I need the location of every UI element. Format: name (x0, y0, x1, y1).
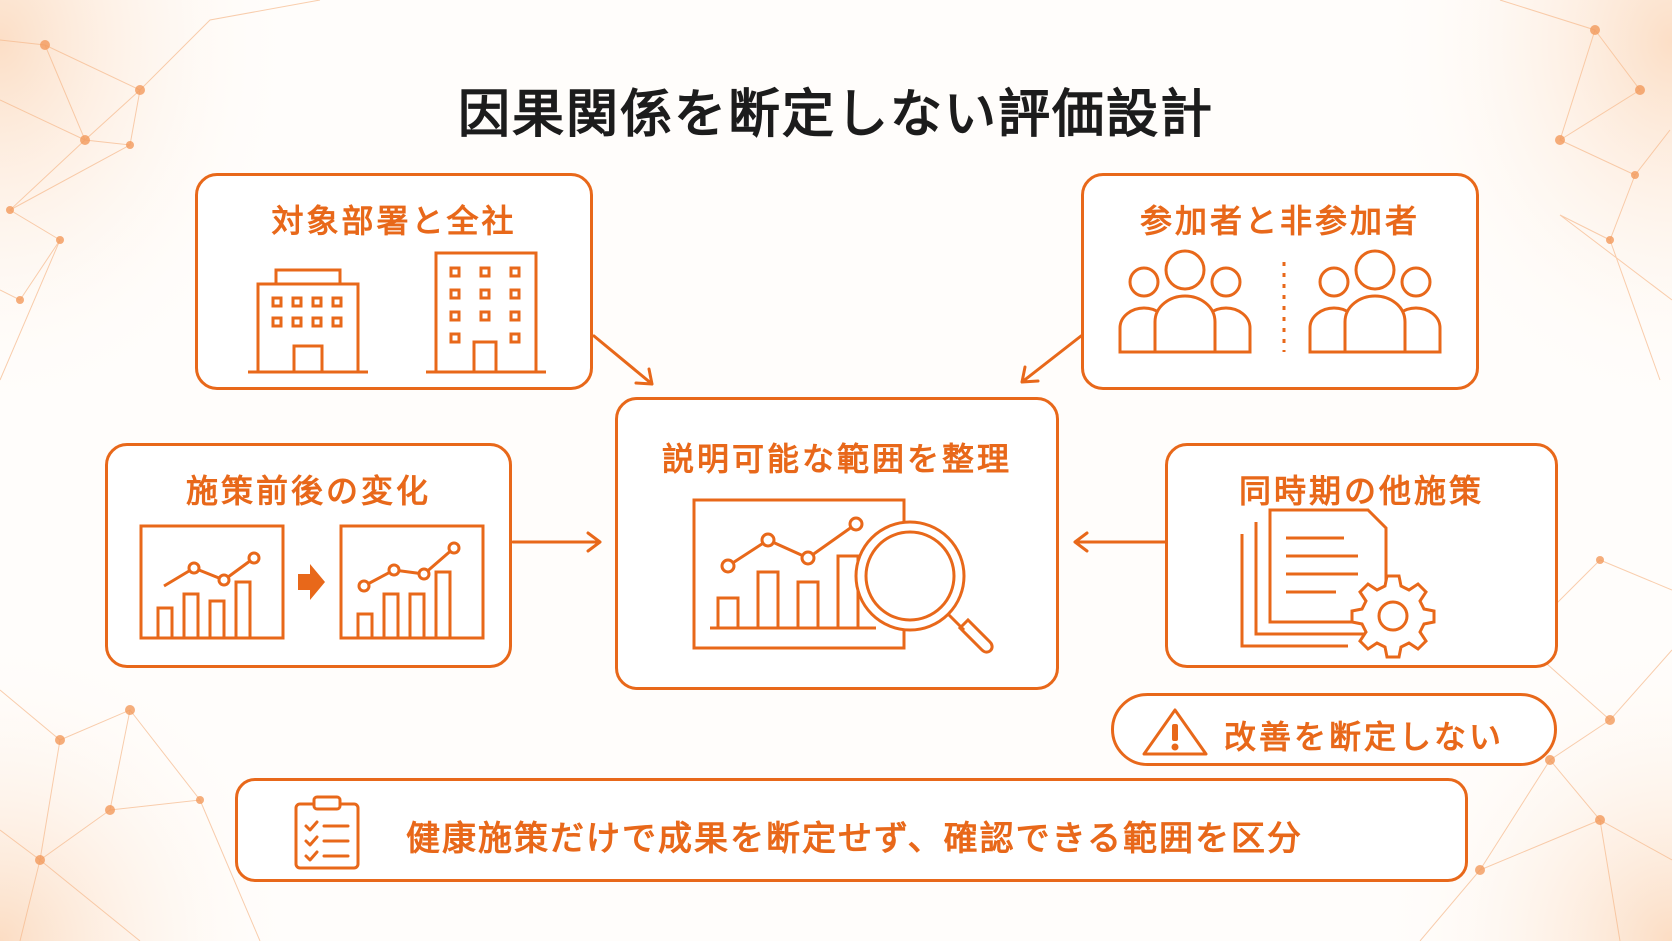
card-other-policies: 同時期の他施策 (1165, 443, 1558, 668)
building-tall-icon (426, 251, 546, 374)
clipboard-checklist-icon (294, 795, 360, 870)
card-before-after: 施策前後の変化 (105, 443, 512, 668)
warning-label: 改善を断定しない (1224, 718, 1505, 756)
card-title: 説明可能な範囲を整理 (661, 440, 1012, 478)
right-arrow-icon (298, 564, 325, 600)
card-title: 参加者と非参加者 (1139, 202, 1420, 240)
card-center-explainable: 説明可能な範囲を整理 (615, 397, 1059, 690)
group-icon (1118, 249, 1252, 354)
card-participants: 参加者と非参加者 (1081, 173, 1479, 390)
building-small-icon (248, 268, 368, 374)
page-title: 因果関係を断定しない評価設計 (457, 85, 1214, 145)
before-after-charts (139, 524, 485, 640)
group-icons (1118, 249, 1442, 354)
summary-label: 健康施策だけで成果を断定せず、確認できる範囲を区分 (406, 819, 1303, 859)
card-title: 同時期の他施策 (1238, 472, 1484, 510)
summary-box: 健康施策だけで成果を断定せず、確認できる範囲を区分 (235, 778, 1468, 882)
chart-before-icon (139, 524, 285, 640)
card-title: 対象部署と全社 (271, 202, 517, 240)
chart-after-icon (339, 524, 485, 640)
group-icon (1308, 249, 1442, 354)
documents-gear-icon (1240, 508, 1436, 659)
chart-magnifier-icon (692, 498, 994, 654)
card-target-dept: 対象部署と全社 (195, 173, 593, 390)
warning-icon (1142, 708, 1208, 756)
building-icons (248, 251, 546, 374)
warning-box: 改善を断定しない (1111, 693, 1557, 766)
card-title: 施策前後の変化 (185, 472, 431, 510)
